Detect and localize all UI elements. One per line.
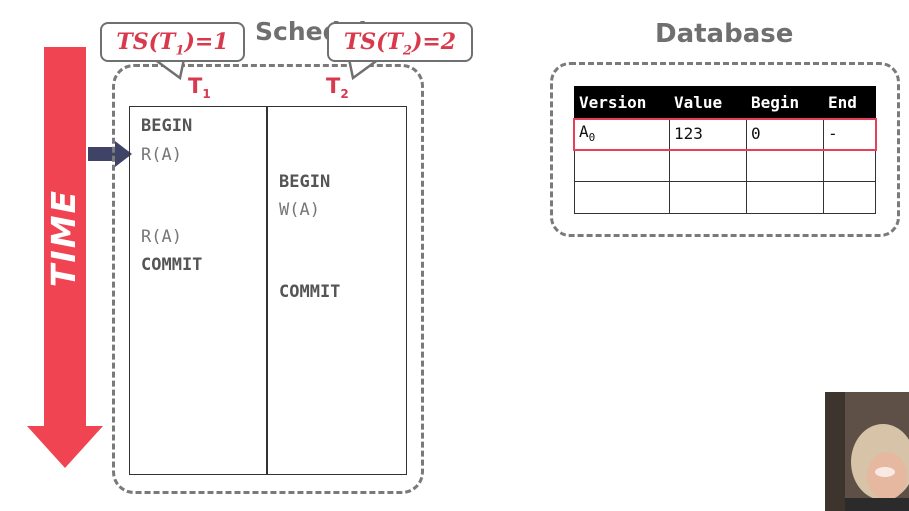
database-container — [550, 62, 900, 237]
cell-begin — [746, 149, 824, 182]
cell-begin: 0 — [746, 117, 824, 150]
cell-end — [823, 149, 876, 182]
table-row — [574, 149, 876, 182]
ts-bubble-t2: TS(T2)=2 — [327, 22, 473, 62]
database-title: Database — [655, 19, 794, 49]
t2-op-begin: BEGIN — [279, 172, 331, 192]
ts-bubble-t1: TS(T1)=1 — [100, 22, 245, 62]
ts-bubble-t2-sub: 2 — [402, 43, 412, 59]
cell-begin — [746, 181, 824, 214]
t2-op-write: W(A) — [279, 200, 320, 220]
t1-op-read-2: R(A) — [141, 227, 182, 247]
ts-bubble-t1-suffix: )=1 — [184, 29, 229, 55]
t1-op-read-1: R(A) — [141, 145, 182, 165]
schedule-column-divider — [266, 106, 268, 475]
column-header-t2-sub: 2 — [340, 87, 349, 102]
time-label: TIME — [44, 188, 83, 288]
cell-version-sub: 0 — [588, 131, 596, 145]
ts-bubble-t2-prefix: TS(T — [343, 29, 403, 55]
t1-op-begin: BEGIN — [141, 116, 193, 136]
version-table-header-row: Version Value Begin End — [574, 86, 876, 118]
cell-version — [574, 149, 670, 182]
cell-version — [574, 181, 670, 214]
t2-op-commit: COMMIT — [279, 282, 341, 302]
speaker-avatar-icon — [825, 392, 909, 511]
version-table: Version Value Begin End A0 123 0 - — [574, 86, 876, 214]
time-arrow — [27, 47, 103, 468]
speaker-video-thumbnail — [825, 392, 909, 511]
cell-version-text: A — [579, 122, 589, 142]
cell-value — [669, 181, 747, 214]
header-value: Value — [669, 86, 747, 118]
cell-value — [669, 149, 747, 182]
column-header-t1-label: T — [188, 74, 203, 98]
ts-bubble-t1-sub: 1 — [175, 43, 185, 59]
column-header-t1-sub: 1 — [202, 87, 211, 102]
t1-op-commit: COMMIT — [141, 255, 203, 275]
column-header-t2: T2 — [326, 74, 349, 101]
cell-end — [823, 181, 876, 214]
table-row — [574, 181, 876, 214]
cell-value: 123 — [669, 117, 747, 150]
header-begin: Begin — [746, 86, 824, 118]
header-end: End — [823, 86, 876, 118]
ts-bubble-t1-prefix: TS(T — [116, 29, 176, 55]
ts-bubble-t2-suffix: )=2 — [411, 29, 457, 55]
column-header-t2-label: T — [326, 74, 341, 98]
header-version: Version — [574, 86, 670, 118]
schedule-table — [129, 106, 407, 475]
cell-version: A0 — [574, 117, 670, 150]
column-header-t1: T1 — [188, 74, 211, 101]
table-row: A0 123 0 - — [574, 117, 876, 150]
cell-end: - — [823, 117, 876, 150]
schedule-container — [112, 64, 424, 494]
current-step-arrow-icon — [88, 141, 132, 167]
